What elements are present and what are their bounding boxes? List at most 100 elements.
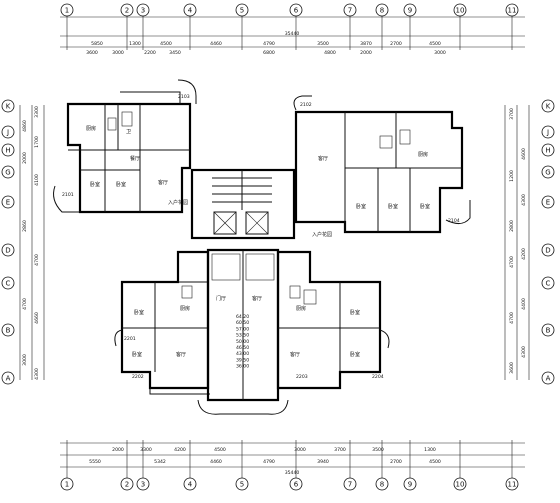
axis-left-C-circle (1, 276, 15, 290)
unit-tag: 2204 (372, 374, 384, 380)
axis-left-J: J (6, 129, 9, 137)
axis-left-C: C (6, 280, 11, 288)
axis-right-G: G (545, 169, 550, 177)
axis-left-A: A (6, 375, 11, 383)
dim-bottom-1: 3500 (372, 447, 384, 453)
dim-top-2: 3600 (86, 50, 98, 56)
dim-bottom-1: 4200 (174, 447, 186, 453)
axis-right-E: E (546, 199, 550, 207)
room-label: 厨房 (418, 151, 428, 158)
axis-bottom-11-circle (505, 477, 519, 491)
dim-bottom-1: 2000 (112, 447, 124, 453)
dim-top-1: 4460 (210, 41, 222, 47)
unit-tag: 2201 (124, 336, 136, 342)
axis-bottom-10-circle (453, 477, 467, 491)
dim-right: 1200 (509, 170, 515, 182)
dim-left: 3300 (34, 106, 40, 118)
axis-bottom-7-circle (343, 477, 357, 491)
unit-tag: 2104 (448, 218, 460, 224)
axis-left-B-circle (1, 323, 15, 337)
room-label: 厨房 (296, 305, 306, 312)
axis-bottom-6-circle (289, 477, 303, 491)
axis-top-4-circle (183, 3, 197, 17)
room-label: 卧室 (116, 181, 126, 188)
dim-bottom-1: 3300 (140, 447, 152, 453)
axis-top-5: 5 (240, 7, 244, 15)
axis-bottom-8-circle (375, 477, 389, 491)
room-label: 卧室 (356, 203, 366, 210)
room-label: 卧室 (132, 351, 142, 358)
room-label: 客厅 (158, 179, 168, 186)
axis-bottom-3: 3 (141, 481, 145, 489)
axis-top-8-circle (375, 3, 389, 17)
room-label: 卫 (126, 129, 131, 135)
dim-left: 2860 (22, 220, 28, 232)
room-label: 卧室 (134, 309, 144, 316)
axis-top-7-circle (343, 3, 357, 17)
room-label: 卧室 (350, 309, 360, 316)
room-label: 入户花园 (168, 199, 188, 206)
dim-left: 4860 (22, 120, 28, 132)
axis-bottom-5-circle (235, 477, 249, 491)
plan-walls (53, 79, 471, 415)
level-label: 46.50 (236, 345, 249, 351)
axis-bottom-10: 10 (456, 481, 465, 489)
axis-right-D-circle (541, 243, 555, 257)
axis-right-H: H (545, 147, 550, 155)
level-label: 43.00 (236, 351, 249, 357)
axis-top-4: 4 (188, 7, 193, 15)
dim-top-1: 5850 (91, 41, 103, 47)
dim-bottom-2: 5342 (154, 459, 166, 465)
axis-right-A: A (546, 375, 551, 383)
room-label: 厨房 (180, 305, 190, 312)
dim-bottom-1: 4500 (214, 447, 226, 453)
room-label: 卧室 (420, 203, 430, 210)
room-label: 客厅 (252, 295, 262, 302)
axis-top-3: 3 (141, 7, 145, 15)
axis-bottom-11: 11 (508, 481, 517, 489)
dim-top-2: 3000 (112, 50, 124, 56)
dim-left: 4100 (34, 174, 40, 186)
room-label: 客厅 (290, 351, 300, 358)
dim-right: 4700 (509, 312, 515, 324)
axis-top-9-circle (403, 3, 417, 17)
level-label: 53.50 (236, 333, 249, 339)
axis-right-A-circle (541, 371, 555, 385)
dim-left: 1700 (34, 136, 40, 148)
level-list: 64.2060.5057.0053.5050.0046.5043.0039.50… (236, 314, 249, 370)
axis-right-J: J (546, 129, 549, 137)
dim-right: 3700 (509, 108, 515, 120)
dim-left: 3000 (22, 354, 28, 366)
level-label: 64.20 (236, 314, 249, 320)
dim-right: 4600 (521, 148, 527, 160)
unit-tag: 2203 (296, 374, 308, 380)
axis-top-1: 1 (65, 7, 69, 15)
axis-bottom-9-circle (403, 477, 417, 491)
dim-bottom-1: 3700 (334, 447, 346, 453)
axis-left-E-circle (1, 195, 15, 209)
dim-top-2: 3450 (169, 50, 181, 56)
axis-top-11: 11 (508, 7, 517, 15)
unit-tag: 2102 (300, 102, 312, 108)
room-labels: 厨房 餐厅 卫 卧室 卧室 客厅 入户花园 客厅 厨房 卧室 卧室 卧室 入户花… (86, 125, 430, 358)
dim-top-2: 2000 (360, 50, 372, 56)
dim-top-1: 3500 (317, 41, 329, 47)
axis-top-10: 10 (456, 7, 465, 15)
axis-left-D-circle (1, 243, 15, 257)
axis-left-G: G (5, 169, 10, 177)
axis-bottom-2-circle (120, 477, 134, 491)
room-label: 卧室 (90, 181, 100, 188)
dim-right: 3600 (509, 362, 515, 374)
axis-top-5-circle (235, 3, 249, 17)
dim-left: 4300 (34, 368, 40, 380)
dim-bottom-1: 3000 (294, 447, 306, 453)
axis-right-K: K (546, 103, 551, 111)
axis-right-C-circle (541, 276, 555, 290)
room-label: 客厅 (176, 351, 186, 358)
level-label: 57.00 (236, 326, 249, 332)
dim-right: 4400 (521, 298, 527, 310)
